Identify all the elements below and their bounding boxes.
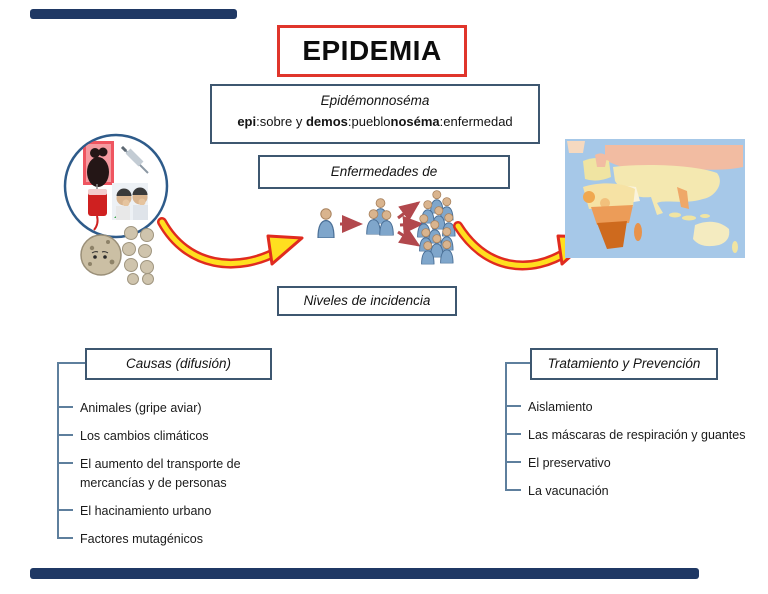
cause-item: El aumento del transporte de mercancías … [80,457,241,490]
etym-nosema: noséma [390,114,440,129]
treatment-tick-4 [505,489,521,491]
incidence-label: Niveles de incidencia [303,293,431,308]
transmission-collage-image [63,133,169,239]
treatment-branch-line [505,362,507,490]
spread-curved-arrow-left-icon [157,217,304,269]
diseases-box: Enfermedades de [258,155,510,189]
blood-bag-icon [88,184,107,231]
treatment-item: El preservativo [528,456,611,470]
causes-title: Causas (difusión) [125,356,232,371]
cause-item: El hacinamiento urbano [80,504,212,518]
treatment-box: Tratamiento y Prevención [530,348,718,380]
germ-and-spores-icon [80,226,154,285]
world-map-image [565,139,745,258]
bottom-decor-bar [30,568,699,579]
causes-tick-3 [57,462,73,464]
treatment-item: Las máscaras de respiración y guantes [528,428,746,442]
cause-item: Animales (gripe aviar) [80,401,202,415]
causes-tick-2 [57,434,73,436]
etym-epi: epi [237,114,257,129]
treatment-title: Tratamiento y Prevención [547,356,701,371]
spread-sequence-image [317,190,456,265]
cause-item: Factores mutagénicos [80,532,203,546]
diseases-label: Enfermedades de [330,164,438,179]
page-title: EPIDEMIA [302,35,442,66]
treatment-item: La vacunación [528,484,609,498]
etym-enfermedad: :enfermedad [439,114,513,129]
treatment-item: Aislamiento [528,400,593,414]
small-group-icon [366,198,394,236]
treatment-tick-3 [505,461,521,463]
etymology-box: Epidémonnoséma epi:sobre y demos:pueblon… [210,84,540,144]
fan-arrows [397,201,424,247]
couple-silhouette-icon [83,141,114,187]
coughing-people-icon [112,183,148,220]
top-decor-bar [30,9,237,19]
treatment-tick-2 [505,433,521,435]
single-person-icon [317,208,335,238]
causes-branch-line [57,362,59,538]
etym-pueblo: :pueblo [347,114,391,129]
treatment-stub-line [505,362,530,364]
treatment-tick-1 [505,405,521,407]
causes-tick-1 [57,406,73,408]
etymology-word: Epidémonnoséma [320,93,430,108]
syringe-icon [120,145,149,174]
cause-item: Los cambios climáticos [80,429,209,443]
causes-box: Causas (difusión) [85,348,272,380]
causes-tick-4 [57,509,73,511]
causes-tick-5 [57,537,73,539]
etym-demos: demos [305,114,348,129]
etym-sobre: :sobre y [256,114,306,129]
causes-stub-line [57,362,85,364]
title-box: EPIDEMIA [277,25,467,77]
incidence-box: Niveles de incidencia [277,286,457,316]
etymology-breakdown: epi:sobre y demos:pueblonoséma:enfermeda… [212,114,538,129]
